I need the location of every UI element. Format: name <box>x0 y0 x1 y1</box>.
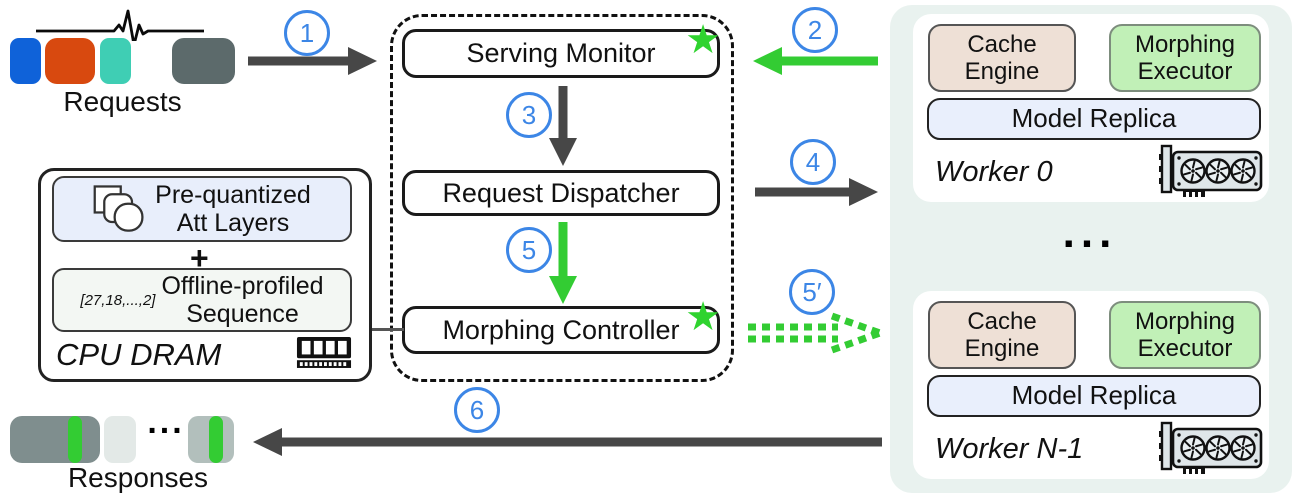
arrow-6-worker-to-responses <box>253 428 882 456</box>
arrow-4-dispatcher-to-worker <box>755 178 878 206</box>
responses-ellipsis: ... <box>147 403 185 441</box>
arrow-5prime-controller-to-worker <box>748 312 882 354</box>
morphing-executor-box: Morphing Executor <box>1109 24 1261 92</box>
plus-sign: + <box>190 240 209 276</box>
responses-label: Responses <box>67 462 209 493</box>
cache-engine-box: Cache Engine <box>928 301 1076 369</box>
star-icon: ★ <box>685 295 721 339</box>
arrow-3-monitor-to-dispatcher <box>549 86 577 166</box>
cpu-dram-label: CPU DRAM <box>56 337 222 372</box>
arrow-1-requests-to-monitor <box>248 47 377 75</box>
prequantized-label-line2: Att Layers <box>176 209 290 237</box>
cache-engine-box: Cache Engine <box>928 24 1076 92</box>
serving-monitor-box: Serving Monitor ★ <box>402 20 721 78</box>
worker-0-card: Cache Engine Morphing Executor Model Rep… <box>913 14 1269 202</box>
request-rate-waveform-icon <box>36 9 204 41</box>
workers-panel: Cache Engine Morphing Executor Model Rep… <box>890 5 1292 493</box>
worker-name: Worker N-1 <box>935 433 1084 465</box>
star-icon: ★ <box>685 18 721 62</box>
dram-to-controller-connector <box>362 328 404 331</box>
arrow-2-worker-to-monitor <box>753 47 878 75</box>
morph-marker-stripe <box>68 416 82 463</box>
morphing-controller-box: Morphing Controller ★ <box>402 297 721 354</box>
prequantized-label-line1: Pre-quantized <box>155 181 311 209</box>
request-chip-orange <box>45 38 95 84</box>
request-chip-gray <box>172 38 235 84</box>
step-5-badge: 5 <box>506 227 552 273</box>
arrow-5-dispatcher-to-controller <box>549 222 577 304</box>
stacked-layers-icon <box>93 185 144 232</box>
response-chip-light <box>104 416 136 463</box>
serving-monitor-label: Serving Monitor <box>466 38 656 68</box>
step-6-badge: 6 <box>454 387 500 433</box>
offline-label-line2: Sequence <box>186 300 299 328</box>
request-chip-teal <box>100 38 131 84</box>
scheduler-dashed-box <box>390 14 734 382</box>
step-1-badge: 1 <box>284 10 330 56</box>
response-chip-large <box>10 416 100 463</box>
model-replica-box: Model Replica <box>927 375 1261 417</box>
response-chip-small <box>188 416 234 463</box>
morphing-controller-label: Morphing Controller <box>442 314 680 345</box>
morph-marker-stripe <box>209 416 223 463</box>
workers-ellipsis: ... <box>1062 208 1118 257</box>
model-replica-box: Model Replica <box>927 98 1261 140</box>
offline-profiled-box: [27,18,...,2] Offline-profiled Sequence <box>52 268 352 332</box>
step-4-badge: 4 <box>790 139 836 185</box>
request-dispatcher-box: Request Dispatcher <box>402 170 720 216</box>
step-5prime-badge: 5′ <box>789 269 835 315</box>
offline-label-line1: Offline-profiled <box>161 272 324 300</box>
gpu-icon <box>1159 421 1263 477</box>
sequence-values: [27,18,...,2] <box>80 291 156 309</box>
request-chip-blue <box>10 38 41 84</box>
ram-stick-icon <box>296 337 352 368</box>
worker-n1-card: Cache Engine Morphing Executor Model Rep… <box>913 291 1269 479</box>
request-dispatcher-label: Request Dispatcher <box>442 177 680 208</box>
step-3-badge: 3 <box>506 92 552 138</box>
step-2-badge: 2 <box>792 7 838 53</box>
prequantized-layers-box: Pre-quantized Att Layers <box>52 176 352 242</box>
requests-label: Requests <box>63 86 182 117</box>
worker-name: Worker 0 <box>935 156 1053 188</box>
gpu-icon <box>1159 144 1263 200</box>
morphing-executor-box: Morphing Executor <box>1109 301 1261 369</box>
